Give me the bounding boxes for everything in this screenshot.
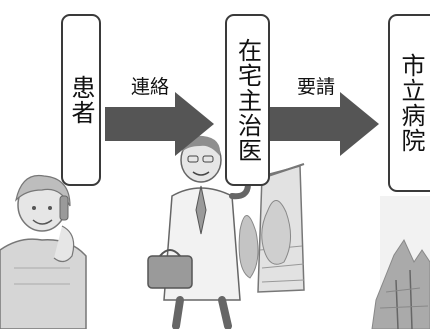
node-home-doctor-label: 在宅主治医 <box>233 37 262 163</box>
node-patient-label: 患者 <box>67 75 95 125</box>
house-illustration <box>238 163 305 293</box>
edge-request-label: 要請 <box>297 76 336 98</box>
patient-phone-illustration <box>0 174 87 329</box>
node-patient: 患者 <box>61 14 101 186</box>
arrow-contact <box>105 92 214 156</box>
tree-illustration <box>371 196 430 329</box>
edge-contact-label: 連絡 <box>131 76 170 98</box>
node-home-doctor: 在宅主治医 <box>225 14 270 186</box>
arrow-request <box>270 92 379 156</box>
node-city-hospital-label: 市立病院 <box>397 53 425 153</box>
node-city-hospital: 市立病院 <box>388 14 430 192</box>
doctor-bag-illustration <box>147 135 251 329</box>
